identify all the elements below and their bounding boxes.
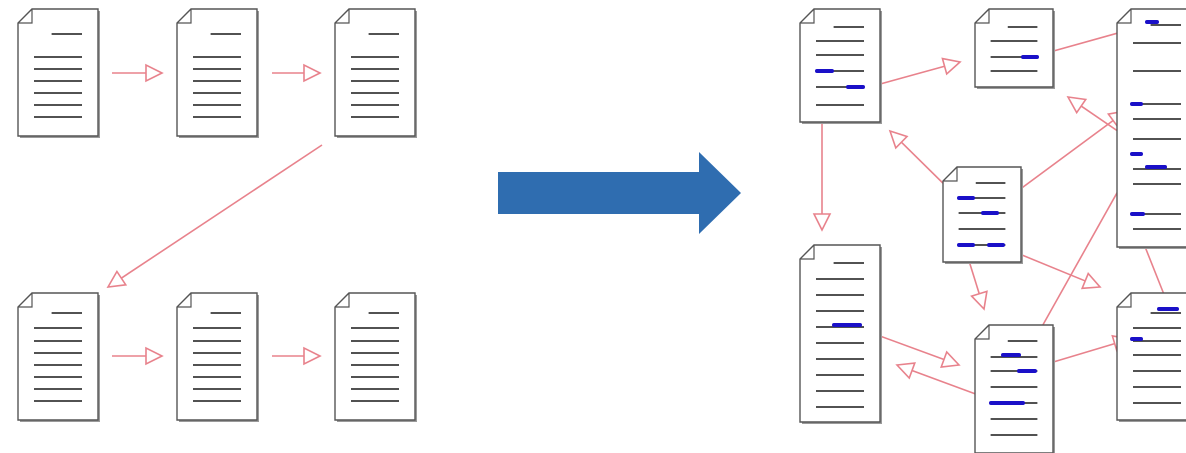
open-triangle-arrowhead [1066,95,1088,115]
sequence-page-3 [334,8,417,138]
sequence-page-6 [334,292,417,422]
link-arrows-layer [106,21,1168,404]
open-triangle-arrowhead [145,346,164,366]
sequence-page-1 [17,8,100,138]
open-triangle-arrowhead [303,63,322,83]
page-fold-corner [18,9,33,24]
page-fold-corner [177,9,192,24]
web-page-7 [1116,292,1186,422]
sequence-arrow-5-to-6 [272,346,322,366]
big-right-arrow [498,152,741,234]
document-page-icon [799,8,881,123]
page-fold-corner [1117,293,1132,308]
arrow-shaft [120,144,323,279]
page-fold-corner [975,9,990,24]
page-fold-corner [943,167,958,182]
open-triangle-arrowhead [812,213,832,232]
open-triangle-arrowhead [941,57,962,76]
web-page-4 [942,166,1023,264]
page-fold-corner [800,9,815,24]
open-triangle-arrowhead [1080,272,1102,290]
open-triangle-arrowhead [970,290,988,311]
sequence-arrow-3-to-4 [106,144,323,288]
open-triangle-arrowhead [145,63,164,83]
open-triangle-arrowhead [940,350,961,368]
page-fold-corner [1117,9,1132,24]
open-triangle-arrowhead [303,346,322,366]
document-page-icon [799,244,881,423]
web-page-2 [974,8,1055,89]
page-fold-corner [18,293,33,308]
sequence-page-5 [176,292,259,422]
page-fold-corner [335,9,350,24]
open-triangle-arrowhead [895,362,916,380]
page-fold-corner [177,293,192,308]
web-page-1 [799,8,882,124]
sequence-arrow-1-to-2 [112,63,164,83]
document-page-icon [1116,8,1186,248]
page-fold-corner [335,293,350,308]
sequence-arrow-2-to-3 [272,63,322,83]
web-page-6 [974,324,1055,453]
web-page-5 [799,244,882,424]
overlay-layer [498,152,741,234]
pages-layer [17,8,1186,453]
page-fold-corner [800,245,815,260]
document-page-icon [974,324,1054,453]
sequence-page-4 [17,292,100,422]
page-fold-corner [975,325,990,340]
open-triangle-arrowhead [888,129,909,150]
web-page-3 [1116,8,1186,249]
sequence-arrow-4-to-5 [112,346,164,366]
document-page-icon [974,8,1054,88]
sequence-page-2 [176,8,259,138]
open-triangle-arrowhead [106,269,128,288]
document-page-icon [1116,292,1186,421]
